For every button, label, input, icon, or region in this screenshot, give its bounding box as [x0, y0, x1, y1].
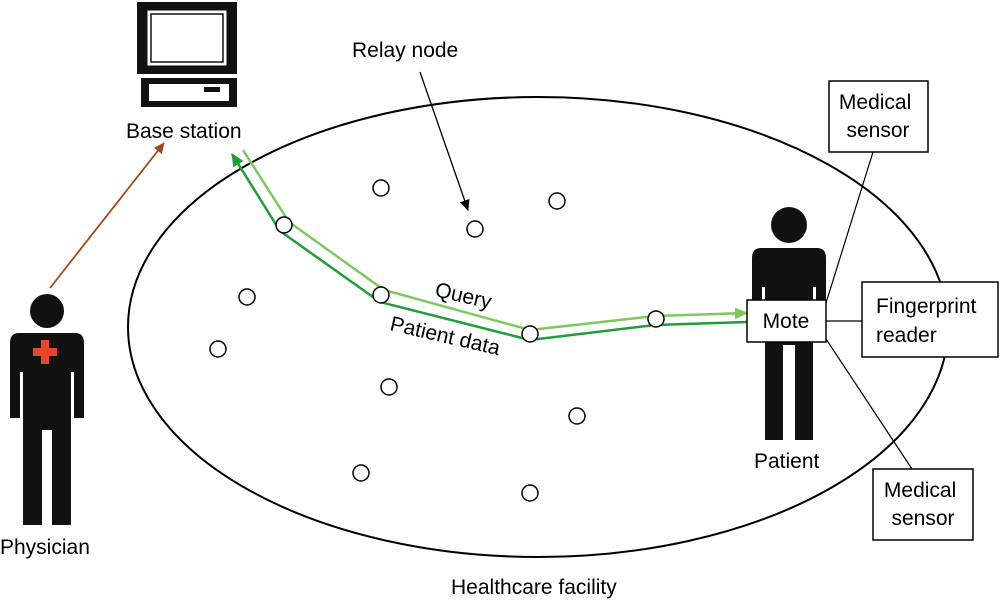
relay-node [209, 340, 227, 358]
physician-arrow [49, 142, 165, 289]
patient-data-path [230, 153, 748, 342]
patient-figure [752, 207, 826, 440]
relay-node [238, 288, 256, 306]
svg-text:Medical sensor: Medical sensor [884, 479, 962, 530]
relay-nodes [209, 179, 586, 502]
base-station-label: Base station [126, 120, 242, 143]
medical-sensor-bottom-box [872, 468, 974, 541]
query-label: Query [433, 278, 494, 313]
relay-node-pointer [419, 71, 470, 211]
medical-sensor-top-box [828, 80, 929, 153]
query-path [241, 149, 748, 332]
relay-node [647, 310, 665, 328]
healthcare-facility-label: Healthcare facility [451, 576, 617, 599]
svg-text:Fingerprint reader: Fingerprint reader [876, 295, 982, 347]
medical-sensor-bottom-line2: sensor [891, 507, 954, 530]
sensor-line-top [825, 151, 874, 304]
relay-node-label: Relay node [352, 39, 458, 62]
medical-sensor-top-line2: sensor [846, 119, 909, 142]
sensor-line-bottom [825, 338, 913, 470]
relay-node [380, 378, 398, 396]
relay-node [521, 325, 539, 343]
relay-node [568, 407, 586, 425]
medical-sensor-bottom-line1: Medical [884, 479, 956, 502]
fingerprint-reader-box [861, 281, 999, 358]
base-station-icon [137, 2, 237, 107]
fingerprint-reader-line2: reader [876, 324, 937, 347]
relay-node [372, 179, 390, 197]
medical-sensor-top-line1: Medical [839, 91, 911, 114]
relay-node [275, 216, 293, 234]
mote-label: Mote [763, 310, 810, 333]
svg-text:Medical sensor: Medical sensor [839, 91, 917, 142]
relay-node [548, 192, 566, 210]
physician-figure [10, 294, 84, 525]
relay-node [521, 484, 539, 502]
relay-node [466, 220, 484, 238]
mote-box [746, 299, 827, 343]
fingerprint-reader-line1: Fingerprint [876, 295, 977, 318]
relay-node [352, 464, 370, 482]
physician-label: Physician [0, 536, 90, 559]
patient-label: Patient [754, 450, 820, 473]
relay-node [372, 286, 390, 304]
path-relay-nodes [275, 216, 665, 343]
